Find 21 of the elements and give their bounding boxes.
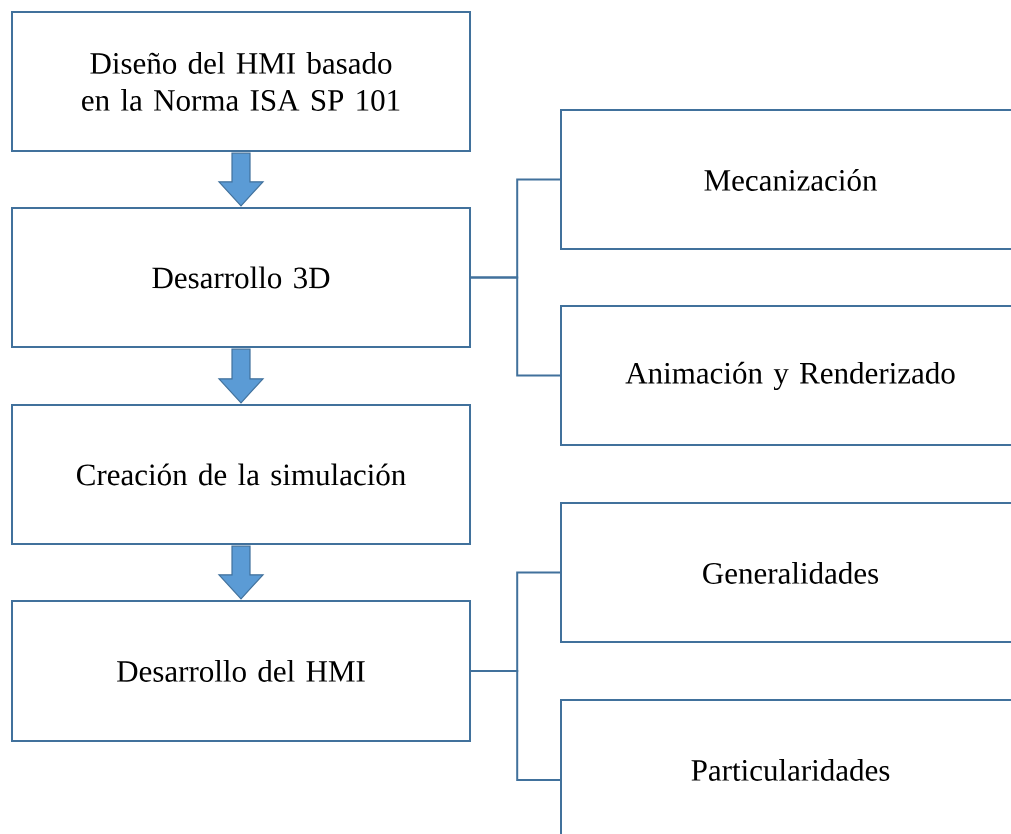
connector-line [469,670,562,781]
block-arrow [217,152,265,207]
process-box [11,404,471,545]
process-box [560,305,1011,446]
box-text: Mecanización [704,169,877,191]
process-box [560,699,1011,834]
block-arrow [217,348,265,404]
box-text: Particularidades [691,759,890,781]
connector-line [469,276,562,377]
process-box [11,11,471,152]
process-box [11,600,471,742]
box-text: Desarrollo 3D [152,266,330,289]
box-text: Animación y Renderizado [625,361,955,391]
process-box [560,502,1011,643]
box-text: Diseño del HMI basado en la Norma ISA SP 101 [82,52,400,111]
box-text: Creación de la simulación [77,463,406,486]
process-box [11,207,471,348]
block-arrow [217,545,265,600]
box-text: Desarrollo del HMI [117,660,365,682]
box-text: Generalidades [703,562,879,584]
process-box [560,109,1011,250]
